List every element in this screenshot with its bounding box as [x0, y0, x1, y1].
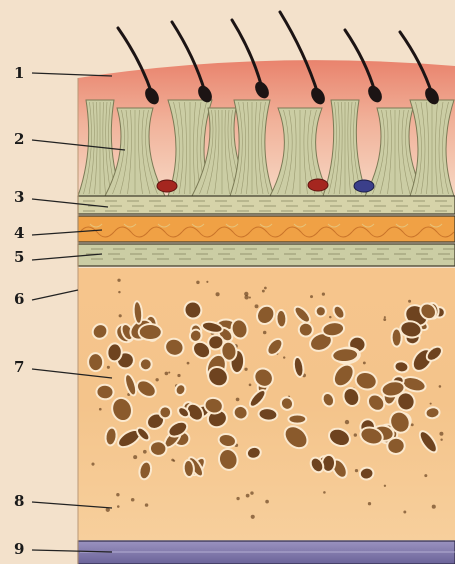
- bone-speck: [107, 366, 110, 369]
- bone-speck: [99, 408, 102, 411]
- bone-speck: [187, 362, 190, 365]
- blood-vessel-blue: [354, 180, 374, 192]
- bone-speck: [408, 300, 411, 303]
- bone-speck: [263, 331, 267, 335]
- bone-speck: [168, 371, 170, 373]
- label-number-6: 6: [14, 290, 24, 308]
- bone-speck: [155, 378, 158, 381]
- bone-speck: [119, 314, 122, 317]
- bone-speck: [384, 316, 386, 318]
- label-number-7: 7: [14, 358, 24, 376]
- label-number-8: 8: [14, 492, 24, 510]
- bone-speck: [355, 469, 358, 472]
- leader-line-1: [32, 73, 112, 76]
- bone-speck: [363, 362, 366, 365]
- leader-line-6: [32, 290, 78, 300]
- bone-speck: [411, 423, 414, 426]
- bone-speck: [430, 403, 432, 405]
- cavity: [289, 415, 305, 422]
- bone-speck: [249, 384, 252, 387]
- bone-speck: [354, 433, 357, 436]
- bone-speck: [262, 290, 265, 293]
- bone-speck: [345, 420, 349, 424]
- bone-speck: [424, 474, 427, 477]
- bone-speck: [244, 292, 248, 296]
- bone-speck: [236, 497, 239, 500]
- bone-speck: [383, 318, 386, 321]
- label-number-5: 5: [14, 248, 24, 266]
- bone-speck: [323, 491, 326, 494]
- bone-speck: [322, 293, 325, 296]
- bone-speck: [216, 292, 220, 296]
- bone-speck: [283, 356, 285, 358]
- bone-speck: [432, 505, 436, 509]
- bone-speck: [165, 372, 169, 376]
- bone-speck: [329, 316, 331, 318]
- bone-speck: [255, 304, 259, 308]
- bone-speck: [265, 500, 269, 504]
- label-number-3: 3: [14, 188, 24, 206]
- bone-speck: [143, 450, 147, 454]
- bone-speck: [264, 287, 267, 290]
- bone-speck: [439, 432, 443, 436]
- bone-speck: [249, 296, 251, 298]
- blood-vessel-red-2: [308, 179, 328, 191]
- bone-speck: [91, 463, 94, 466]
- bone-speck: [117, 505, 120, 508]
- bone-speck: [117, 279, 120, 282]
- label-6: 6: [14, 290, 78, 308]
- bone-speck: [236, 398, 240, 402]
- bone-speck: [133, 455, 137, 459]
- bone-speck: [384, 485, 386, 487]
- bone-speck: [250, 491, 253, 494]
- bone-speck: [206, 281, 208, 283]
- label-number-1: 1: [14, 64, 24, 82]
- pericranium-layer: [78, 244, 455, 266]
- bone-speck: [177, 374, 180, 377]
- bone-speck: [251, 515, 255, 519]
- bone-speck: [196, 281, 199, 284]
- bone-speck: [131, 498, 135, 502]
- label-number-9: 9: [14, 540, 24, 558]
- bone-speck: [145, 503, 148, 506]
- bone-speck: [440, 439, 442, 441]
- loose-tissue-layer: [78, 216, 455, 242]
- label-number-2: 2: [14, 130, 24, 148]
- bone-speck: [246, 494, 250, 498]
- bone-speck: [244, 368, 247, 371]
- blood-vessel-red-1: [157, 180, 177, 192]
- bone-speck: [118, 291, 120, 293]
- bone-speck: [368, 502, 371, 505]
- bone-speck: [171, 459, 174, 462]
- label-number-4: 4: [14, 224, 24, 242]
- bone-speck: [310, 295, 313, 298]
- bone-speck: [116, 493, 119, 496]
- bone-speck: [403, 511, 406, 514]
- bone-speck: [439, 385, 442, 388]
